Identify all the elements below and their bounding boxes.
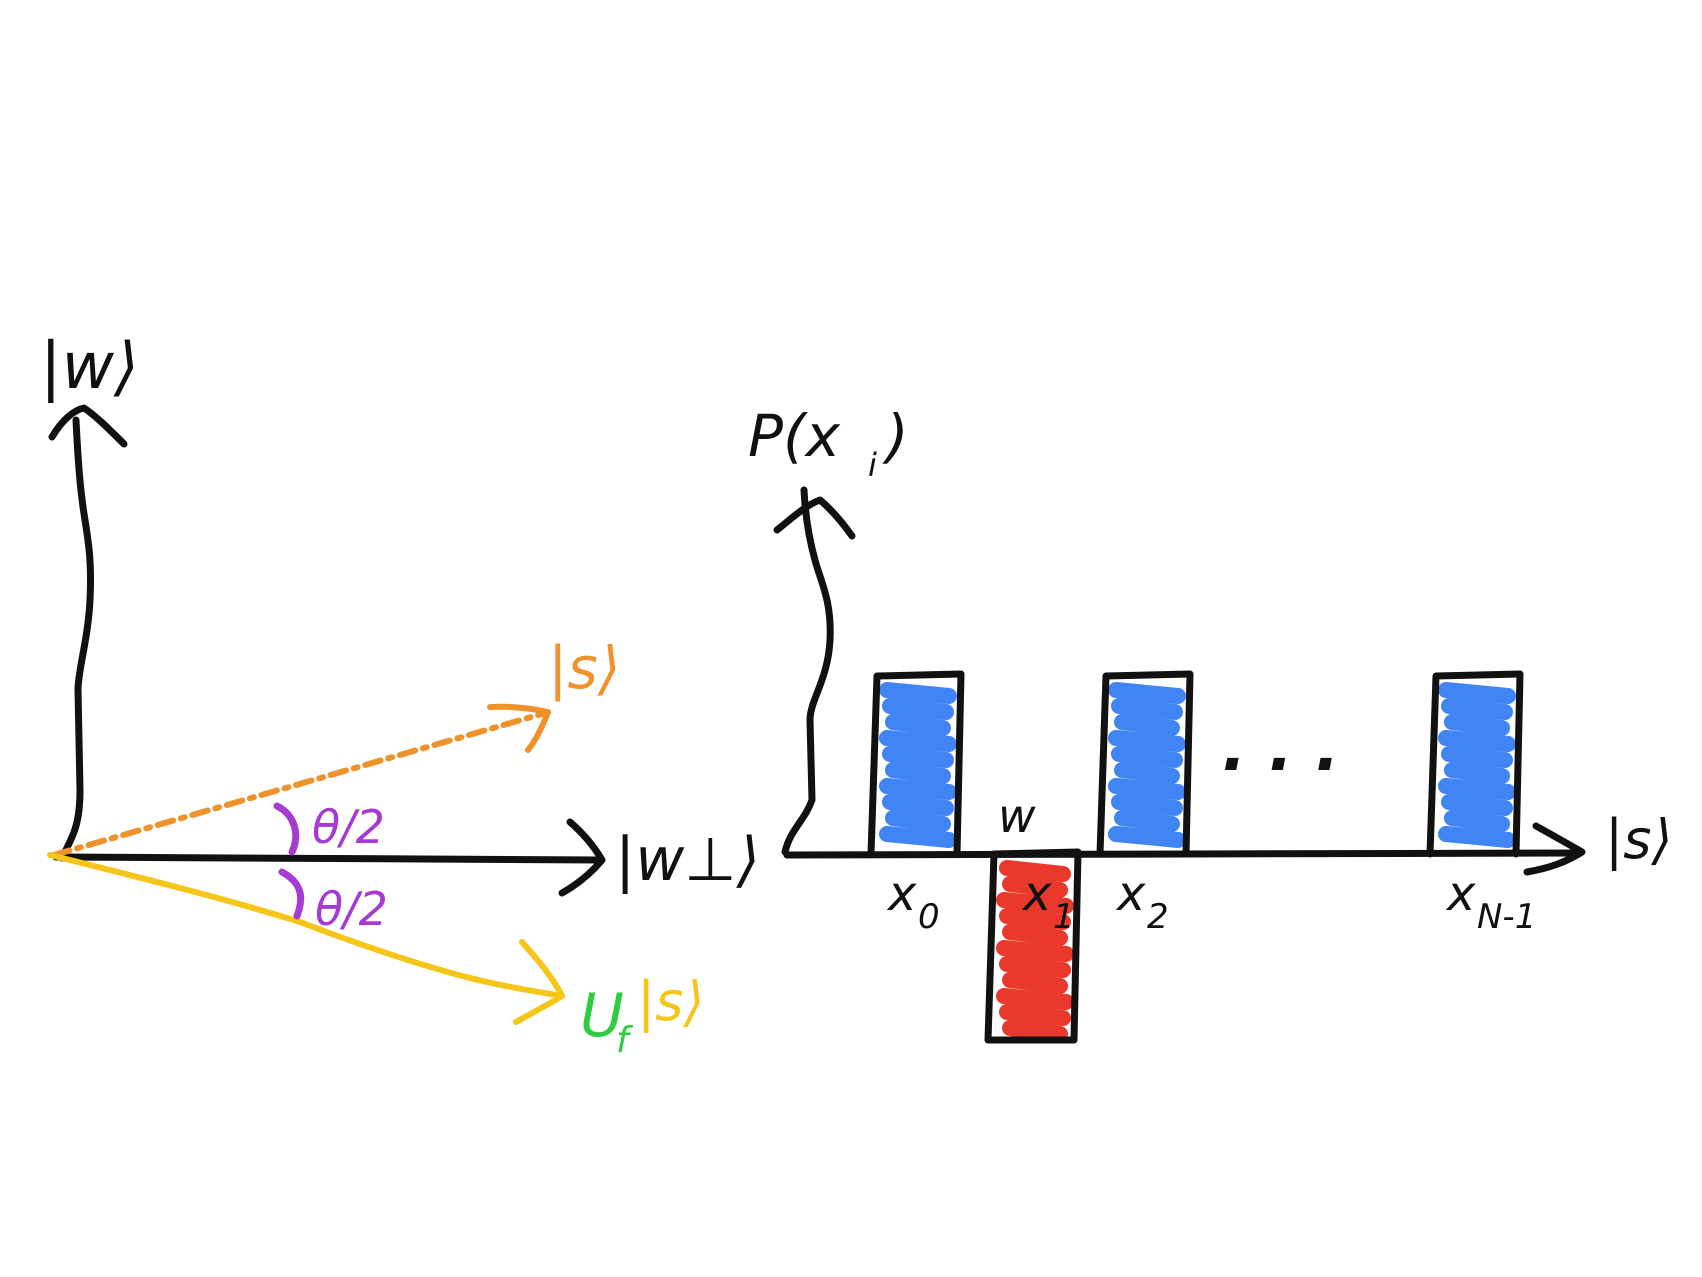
p-axis: [781, 486, 834, 856]
w-perp-axis-arrowhead: [558, 818, 606, 897]
s-axis-arrowhead: [1523, 822, 1586, 876]
p-axis-label-close: ): [882, 402, 909, 470]
left-panel: |w⟩ |w⊥⟩ |s⟩ θ/2 θ/2 U f |s⟩: [40, 330, 760, 1061]
bar-label-subscript: 2: [1147, 897, 1169, 937]
bar-fill: [879, 682, 957, 848]
angle-bottom-label: θ/2: [315, 882, 388, 936]
bar-label-subscript: 0: [918, 897, 940, 937]
p-axis-arrowhead: [773, 496, 856, 540]
w-perp-axis: [52, 853, 604, 864]
bar-label: x: [1445, 866, 1476, 922]
bar-outline: [867, 670, 965, 858]
bar-outline: [1426, 670, 1524, 858]
uf-vector-arrowhead: [513, 939, 565, 1025]
angle-arc-top: [273, 802, 300, 856]
p-axis-label: P(x i ): [748, 402, 909, 484]
bar-fill: [1108, 682, 1186, 848]
bar-fill: [1438, 682, 1516, 848]
s-vector: [51, 710, 548, 858]
s-vector-arrowhead: [487, 703, 551, 753]
bar-label: x: [1115, 866, 1146, 922]
angle-arc-bottom: [278, 868, 305, 920]
w-axis: [58, 416, 95, 862]
ellipsis: . . .: [1222, 712, 1340, 786]
w-perp-axis-label: |w⊥⟩: [615, 825, 760, 895]
uf-label-state: |s⟩: [637, 970, 704, 1033]
marked-item-label: w: [998, 789, 1036, 843]
uf-label: U f |s⟩: [580, 970, 704, 1061]
w-axis-arrowhead: [48, 404, 128, 448]
s-axis-label: |s⟩: [1605, 808, 1672, 871]
angle-top-label: θ/2: [312, 800, 385, 854]
bar-label-subscript: N-1: [1477, 897, 1536, 937]
bar-fill: [996, 860, 1074, 1042]
uf-label-subscript: f: [616, 1020, 634, 1061]
w-axis-label: |w⟩: [40, 330, 139, 404]
uf-label-operator: U: [580, 981, 624, 1051]
p-axis-label-main: P(x: [748, 402, 841, 470]
bar-label: x: [886, 866, 917, 922]
p-axis-label-sub: i: [868, 446, 877, 484]
uf-vector: [47, 852, 565, 999]
s-vector-label: |s⟩: [548, 634, 620, 702]
s-axis: [783, 849, 1584, 859]
bar-label: x: [1021, 866, 1052, 922]
bar-label-subscript: 1: [1053, 897, 1075, 937]
bar-outline: [1096, 670, 1194, 858]
